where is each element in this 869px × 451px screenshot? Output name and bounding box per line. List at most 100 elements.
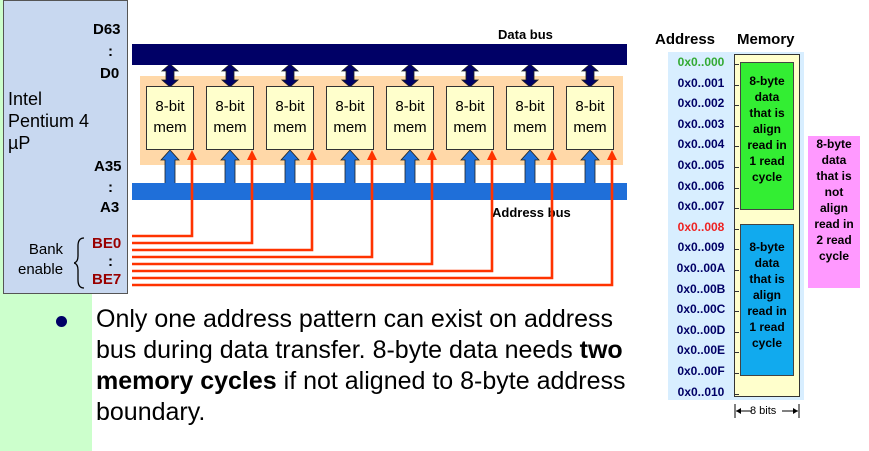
enable-arrowhead xyxy=(427,150,437,160)
address-label: 0x0..003 xyxy=(677,116,725,131)
row-tick xyxy=(734,311,739,313)
enable-arrowhead xyxy=(487,150,497,160)
bullet-text-end: if not aligned to 8-byte address boundar… xyxy=(96,367,626,426)
block-text-line: not xyxy=(824,185,844,199)
memory-chip: 8-bit mem xyxy=(206,86,254,150)
bank-enable-brace xyxy=(74,237,85,289)
address-label: 0x0..000 xyxy=(677,55,725,69)
row-tick xyxy=(734,270,739,271)
address-label: 0x0..00D xyxy=(676,322,726,337)
address-header: Address xyxy=(655,31,716,48)
cpu-name-line: Intel xyxy=(8,89,43,109)
bank-enable-line: enable xyxy=(18,261,64,278)
memory-chip-label: 8-bit xyxy=(155,98,185,115)
block-text-line: align xyxy=(752,288,781,302)
row-tick xyxy=(734,105,739,107)
enable-line xyxy=(132,160,374,259)
bullet-text-start: Only one address pattern can exist on ad… xyxy=(96,305,613,364)
address-label: 0x0..005 xyxy=(677,158,725,172)
memory-chip-label: 8-bit xyxy=(395,98,425,115)
row-tick xyxy=(734,290,739,292)
address-label: 0x0..00A xyxy=(676,261,726,275)
pin-colon: : xyxy=(108,43,113,60)
block-text-line: align xyxy=(819,201,848,215)
width-arrow xyxy=(734,404,800,418)
enable-arrowhead xyxy=(307,150,317,160)
row-tick xyxy=(734,64,739,65)
memory-chip-label: mem xyxy=(453,119,487,136)
row-tick xyxy=(734,352,739,354)
bullet-text-bold: two memory cycles xyxy=(96,336,623,395)
enable-arrowhead xyxy=(607,150,617,160)
enable-line xyxy=(132,160,494,273)
pin-be7: BE7 xyxy=(92,271,122,288)
address-label: 0x0..006 xyxy=(677,178,725,193)
address-label: 0x0..004 xyxy=(677,137,725,152)
address-label: 0x0..001 xyxy=(677,75,725,90)
pin-a3: A3 xyxy=(100,199,120,216)
memory-chip-label: 8-bit xyxy=(215,98,245,115)
memory-chip: 8-bit mem xyxy=(446,86,494,150)
memory-chip-label: 8-bit xyxy=(275,98,305,115)
memory-chip-label: 8-bit xyxy=(335,98,365,115)
memory-chip: 8-bit mem xyxy=(266,86,314,150)
memory-chip-label: mem xyxy=(513,119,547,136)
cpu-name-line: µP xyxy=(8,133,31,153)
enable-line xyxy=(132,160,254,245)
bank-enable-label: Bank enable xyxy=(18,240,63,280)
bullet-marker xyxy=(56,316,67,327)
memory-chip-label: mem xyxy=(213,119,247,136)
block-text-line: 1 read xyxy=(749,320,785,334)
block-text-line: align xyxy=(752,122,781,136)
address-label: 0x0..009 xyxy=(677,240,725,255)
memory-chip-label: mem xyxy=(393,119,427,136)
block-text-line: read in xyxy=(747,304,787,318)
block-text-line: cycle xyxy=(818,249,850,263)
memory-chip-label: 8-bit xyxy=(575,98,605,115)
block-text-line: 1 read xyxy=(749,154,785,168)
address-bus xyxy=(132,183,627,200)
block-text-line: that is xyxy=(816,169,852,183)
cpu-name: Intel Pentium 4 µP xyxy=(8,88,89,154)
memory-chip-label: 8-bit xyxy=(455,98,485,115)
row-tick xyxy=(734,167,739,168)
pin-be0: BE0 xyxy=(92,235,122,252)
block-text-line: data xyxy=(754,256,780,270)
bank-enable-line: Bank xyxy=(28,241,64,258)
row-tick xyxy=(734,228,739,230)
row-tick xyxy=(734,208,739,210)
block-text-line: that is xyxy=(749,272,785,286)
memory-chip-label: mem xyxy=(573,119,607,136)
pin-colon: : xyxy=(108,179,113,196)
address-label: 0x0..007 xyxy=(677,199,725,214)
pin-colon: : xyxy=(108,253,113,270)
pin-a35: A35 xyxy=(94,158,122,175)
pin-d0: D0 xyxy=(100,65,120,82)
aligned-block-blue: 8-byte data that is align read in 1 read cycle xyxy=(740,224,794,376)
address-label: 0x0..00C xyxy=(676,302,726,317)
memory-chip-label: mem xyxy=(273,119,307,136)
block-text-line: cycle xyxy=(751,336,783,350)
enable-arrowhead xyxy=(187,150,197,160)
block-text-line: 8-byte xyxy=(749,240,785,254)
memory-header: Memory xyxy=(737,31,795,48)
row-tick xyxy=(734,331,739,333)
pin-d63: D63 xyxy=(93,21,121,38)
block-text-line: data xyxy=(754,90,780,104)
memory-chip: 8-bit mem xyxy=(386,86,434,150)
enable-line xyxy=(132,160,314,252)
block-text-line: cycle xyxy=(751,170,783,184)
block-text-line: 8-byte xyxy=(749,74,785,88)
address-label: 0x0..00F xyxy=(677,364,725,378)
address-label: 0x0..002 xyxy=(677,96,725,111)
enable-arrowhead xyxy=(367,150,377,160)
block-text-line: 2 read xyxy=(816,233,852,247)
enable-line xyxy=(132,160,194,238)
enable-line xyxy=(132,160,434,266)
row-tick xyxy=(734,187,739,189)
row-tick xyxy=(734,249,739,251)
row-tick xyxy=(734,373,739,374)
